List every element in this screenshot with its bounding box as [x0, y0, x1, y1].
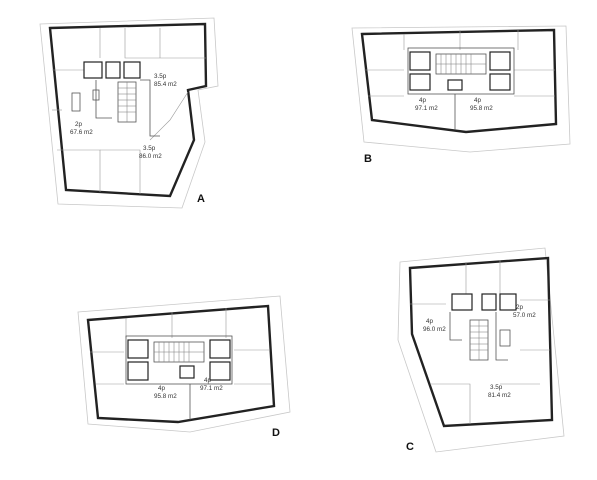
plan-d-unit-1-area: 95.8 m2	[154, 393, 177, 400]
plan-d-unit-1-type: 4p	[158, 385, 166, 392]
plan-d-exterior-wall	[86, 304, 276, 424]
plan-a-site-outline	[39, 17, 219, 209]
floor-plan-d: 4p 95.8 m2 4p 97.1 m2 D	[77, 295, 291, 439]
plan-d-site-outline	[77, 295, 291, 433]
plan-d-label: D	[272, 427, 280, 439]
plan-d-unit-2-area: 97.1 m2	[200, 385, 223, 392]
plan-c-partitions	[410, 260, 550, 424]
plan-d-partitions	[90, 308, 272, 385]
plan-c-exterior-wall	[408, 256, 554, 428]
plan-c-unit-3-area: 81.4 m2	[488, 392, 511, 399]
plan-b-core	[407, 47, 515, 130]
plan-d-core	[125, 335, 233, 420]
plan-c-unit-3-type: 3.5p	[490, 384, 503, 391]
plan-c-core	[449, 293, 517, 361]
plan-c-unit-2-area: 96.0 m2	[423, 326, 446, 333]
plan-a-unit-2-type: 2p	[75, 121, 83, 128]
plan-a-unit-1-area: 85.4 m2	[154, 81, 177, 88]
plan-a-label: A	[197, 193, 205, 205]
plan-a-unit-1-type: 3.5p	[154, 73, 167, 80]
plan-c-unit-2-type: 4p	[426, 318, 434, 325]
floor-plan-a: 3.5p 85.4 m2 2p 67.6 m2 3.5p 86.0 m2 A	[39, 17, 219, 209]
plan-a-unit-3-type: 3.5p	[143, 145, 156, 152]
plan-a-unit-2-area: 67.6 m2	[70, 129, 93, 136]
plan-d-unit-2-type: 4p	[204, 377, 212, 384]
plan-b-exterior-wall	[360, 28, 558, 134]
plan-c-unit-1-area: 57.0 m2	[513, 312, 536, 319]
plan-b-site-outline	[351, 25, 571, 153]
plan-c-label: C	[406, 441, 414, 453]
plan-b-label: B	[364, 153, 372, 165]
plan-b-unit-2-area: 95.8 m2	[470, 105, 493, 112]
plan-a-exterior-wall	[48, 22, 208, 198]
plan-b-unit-1-type: 4p	[419, 97, 427, 104]
plan-a-unit-3-area: 86.0 m2	[139, 153, 162, 160]
plan-c-unit-1-type: 2p	[516, 304, 524, 311]
plan-b-unit-2-type: 4p	[474, 97, 482, 104]
plan-b-unit-1-area: 97.1 m2	[415, 105, 438, 112]
plan-a-core	[71, 61, 160, 137]
plan-b-partitions	[364, 30, 555, 97]
plan-a-partitions	[52, 28, 206, 194]
floor-plan-b: 4p 97.1 m2 4p 95.8 m2 B	[351, 25, 571, 165]
plan-c-site-outline	[397, 247, 565, 453]
floor-plan-c: 2p 57.0 m2 4p 96.0 m2 3.5p 81.4 m2 C	[397, 247, 565, 453]
